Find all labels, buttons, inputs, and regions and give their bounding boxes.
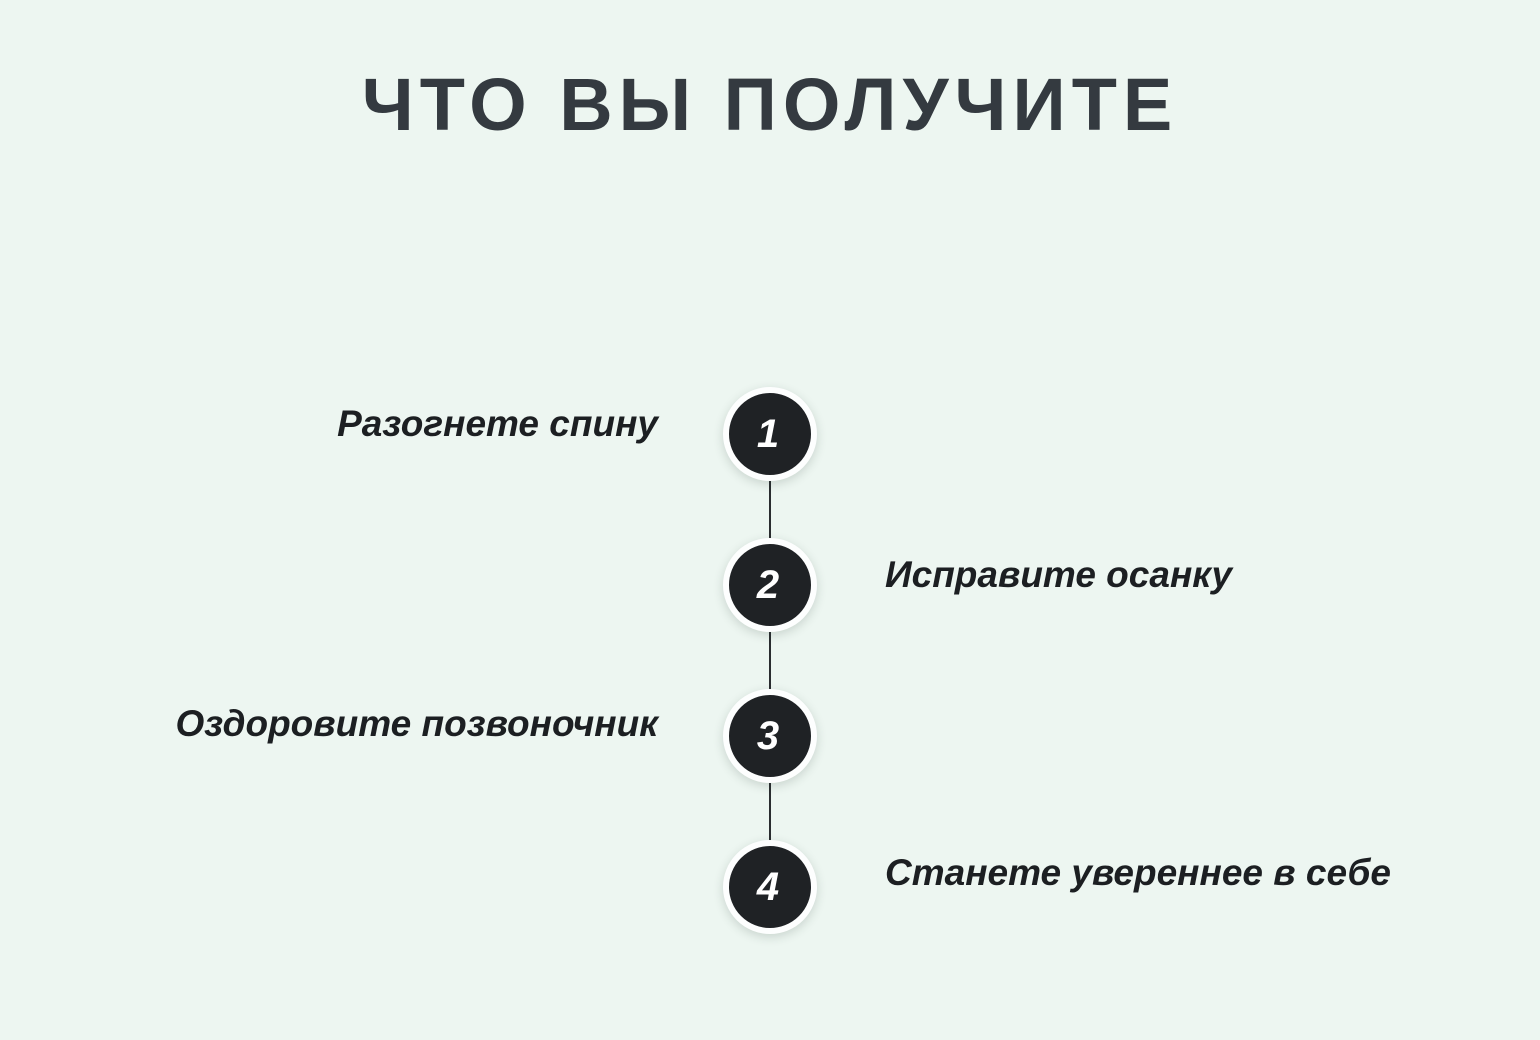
page-title: ЧТО ВЫ ПОЛУЧИТЕ (361, 63, 1179, 146)
step-number-1: 1 (756, 411, 780, 456)
step-label-1: Разогнете спину (337, 403, 658, 444)
step-label-3: Оздоровите позвоночник (175, 703, 658, 744)
step-number-2: 2 (756, 562, 780, 607)
step-circle-3: 3 (723, 689, 817, 783)
step-circle-4: 4 (723, 840, 817, 934)
step-number-3: 3 (756, 713, 780, 758)
step-circle-2: 2 (723, 538, 817, 632)
step-circle-1: 1 (723, 387, 817, 481)
step-label-4: Станете увереннее в себе (885, 852, 1392, 893)
step-label-2: Исправите осанку (885, 554, 1233, 595)
timeline-connector-line (769, 434, 771, 887)
step-number-4: 4 (756, 864, 780, 909)
